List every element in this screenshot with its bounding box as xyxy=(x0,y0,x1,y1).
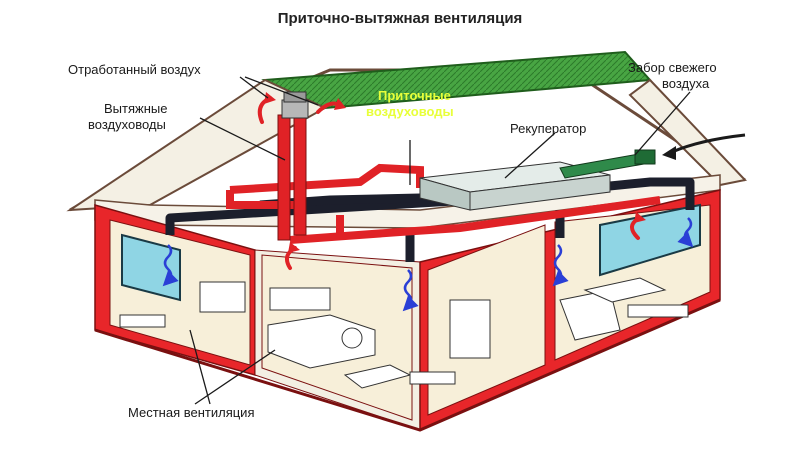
exhaust-stack-2 xyxy=(293,114,307,236)
leader-lines xyxy=(189,76,691,405)
exhaust-stack-1 xyxy=(277,114,291,241)
label-supply-ducts-line1: Приточные xyxy=(378,88,451,103)
label-exhaust-ducts-line1: Вытяжные xyxy=(104,101,168,116)
diagram-title: Приточно-вытяжная вентиляция xyxy=(277,10,523,27)
radiator-front xyxy=(409,371,456,385)
label-exhaust-air: Отработанный воздух xyxy=(68,62,201,77)
radiator-right xyxy=(627,304,689,318)
label-fresh-air-line1: Забор свежего xyxy=(628,60,717,75)
kitchen-cabinets-upper xyxy=(269,287,331,311)
roof-vent-cap xyxy=(281,99,309,119)
green-roof-panel xyxy=(261,50,653,110)
label-local-ventilation: Местная вентиляция xyxy=(128,405,255,420)
ducts xyxy=(165,91,695,262)
label-supply-ducts-line2: воздуховоды xyxy=(366,104,454,119)
washing-machine xyxy=(341,327,363,349)
supply-arrows xyxy=(162,217,694,312)
label-fresh-air-line2: воздуха xyxy=(662,76,710,91)
fresh-air-arrow xyxy=(662,133,746,160)
furniture xyxy=(119,277,689,389)
radiator-left xyxy=(119,314,166,328)
coffee-table xyxy=(583,277,667,303)
label-recuperator: Рекуператор xyxy=(510,121,587,136)
fridge xyxy=(449,299,491,359)
bath-cabinet xyxy=(199,281,246,313)
label-exhaust-ducts-line2: воздуховоды xyxy=(88,117,166,132)
window-right xyxy=(599,203,701,277)
fresh-air-intake xyxy=(559,149,656,179)
